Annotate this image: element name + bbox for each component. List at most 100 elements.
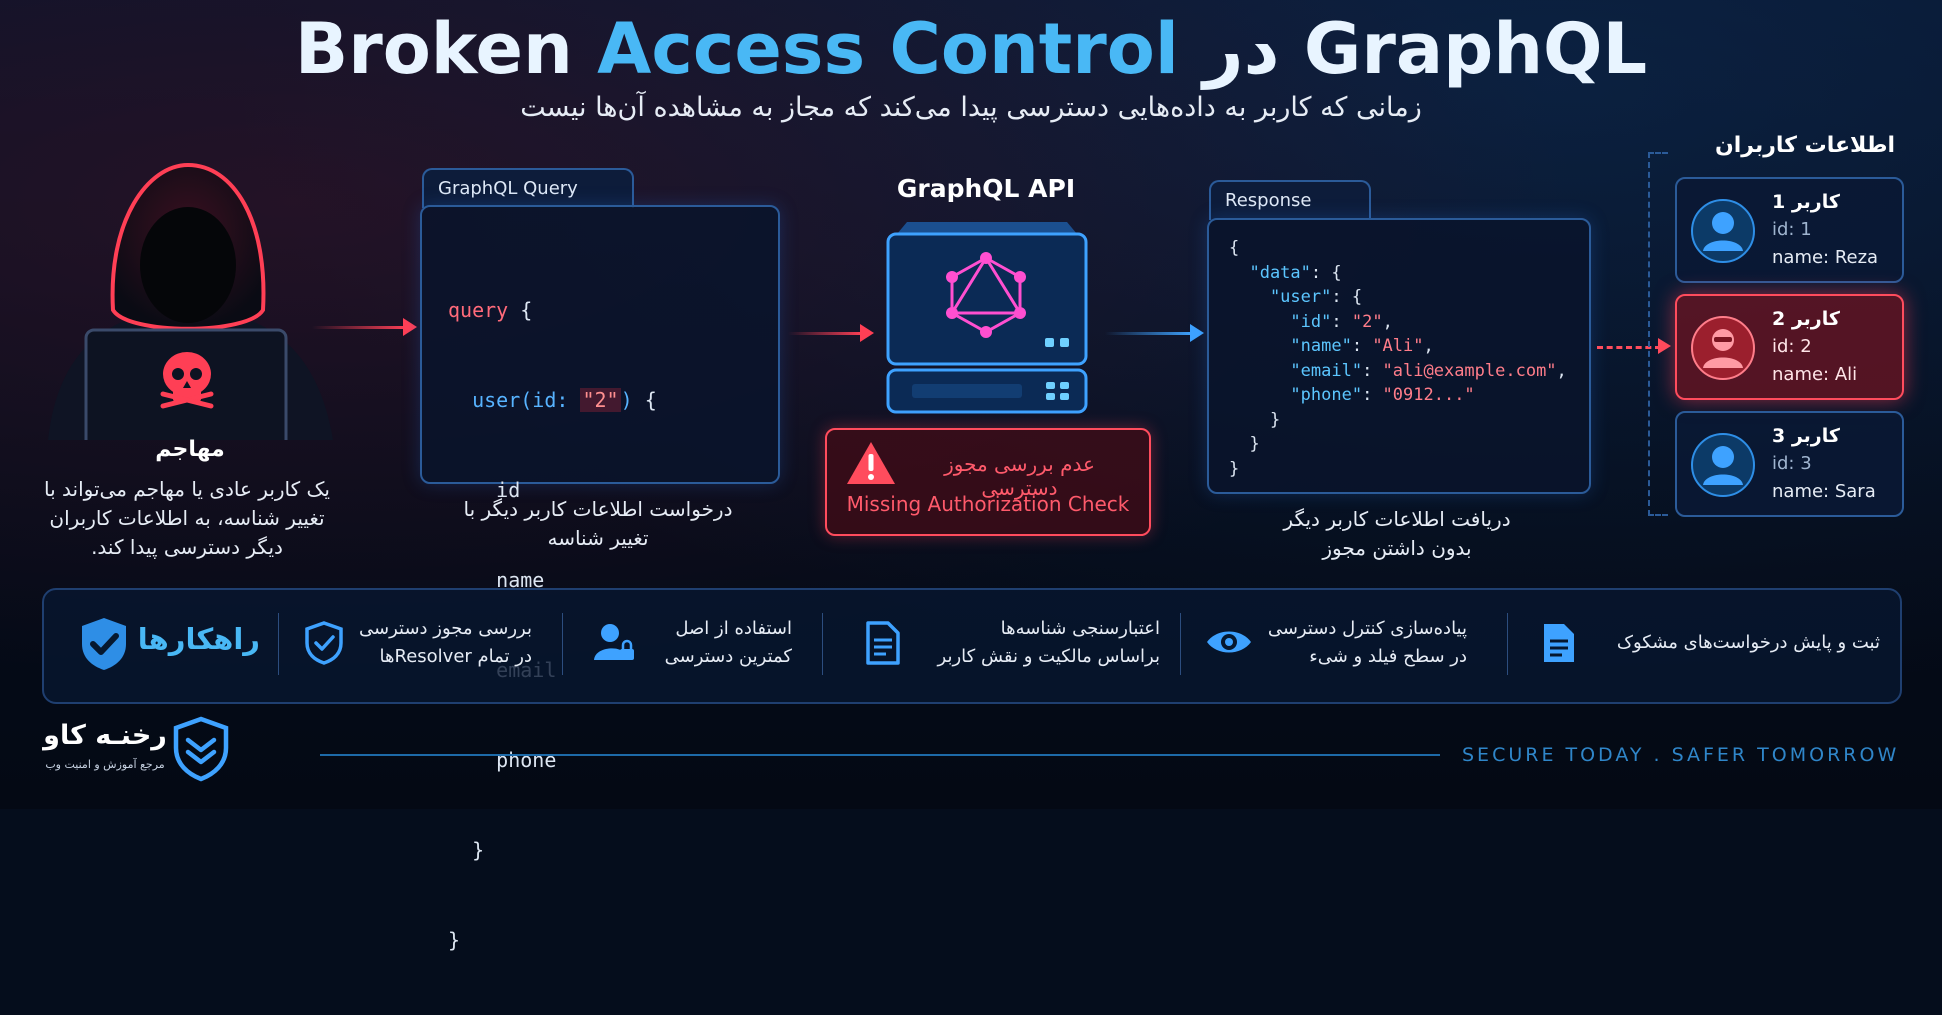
json-punctuation: , — [1423, 336, 1434, 356]
json-key: "name" — [1229, 336, 1352, 356]
solutions-separator — [1180, 613, 1181, 675]
arrow-attacker-to-query — [312, 326, 407, 329]
arrowhead-api — [1190, 324, 1204, 342]
json-value: "0912..." — [1382, 385, 1475, 405]
attacker-figure — [18, 160, 358, 452]
code-close-paren: ) — [620, 388, 633, 412]
json-punctuation: } — [1229, 434, 1260, 454]
json-punctuation: , — [1556, 360, 1567, 381]
query-tab[interactable]: GraphQL Query — [422, 168, 634, 208]
user-card-2[interactable]: کاربر 2 id: 2 name: Ali — [1675, 294, 1904, 400]
shield-check-outline-icon — [305, 621, 343, 665]
json-punctuation: { — [1229, 238, 1240, 258]
code-field-id: id — [496, 478, 521, 502]
warning-text-fa: عدم بررسی مجوز دسترسی — [944, 452, 1095, 500]
shield-check-icon — [82, 618, 126, 670]
arrowhead-attacker — [403, 318, 417, 336]
masked-hacker-avatar-icon — [1691, 316, 1755, 380]
warning-text-en: Missing Authorization Check — [846, 492, 1130, 516]
response-code-line: "phone": "0912..." — [1229, 385, 1475, 405]
title-part-graphql: GraphQL — [1303, 8, 1648, 90]
missing-auth-warning: عدم بررسی مجوز دسترسی Missing Authorizat… — [825, 428, 1151, 536]
code-close-brace-1: } — [472, 838, 485, 862]
user-avatar-icon — [1691, 199, 1755, 263]
json-value: "2" — [1351, 311, 1383, 332]
document-edit-icon — [866, 621, 900, 665]
json-punctuation: : { — [1331, 287, 1363, 307]
response-code-line: } — [1229, 457, 1567, 482]
json-key: "data" — [1229, 262, 1311, 283]
arrow-api-to-response — [1105, 332, 1193, 335]
json-punctuation: } — [1229, 458, 1240, 479]
title-part-dar: در — [1203, 8, 1280, 90]
api-server — [882, 220, 1092, 415]
user-name-label: کاربر 3 — [1772, 425, 1840, 447]
title-part-broken: Broken — [294, 8, 573, 90]
json-key: "user" — [1229, 287, 1332, 307]
skull-icon — [160, 352, 214, 409]
user-lock-icon — [594, 624, 634, 660]
log-document-icon — [1544, 624, 1574, 662]
user-id: id: 2 — [1772, 336, 1812, 357]
brand-name: رخنـه کاو — [43, 720, 167, 751]
user-name-value: name: Ali — [1772, 364, 1858, 385]
json-value: "Ali" — [1372, 336, 1424, 356]
solutions-separator — [1507, 613, 1508, 675]
users-title: اطلاعات کاربران — [1714, 133, 1895, 158]
response-panel: { "data": { "user": { "id": "2", "name":… — [1207, 218, 1591, 494]
eye-icon — [1207, 631, 1251, 653]
json-punctuation: , — [1382, 311, 1393, 332]
json-key: "phone" — [1229, 385, 1363, 405]
solution-authorization-check: بررسی مجوز دسترسی در تمام Resolverها — [359, 618, 532, 667]
query-panel: query { user(id: "2") { id name email ph… — [420, 205, 780, 952]
user-name-value: name: Sara — [1772, 481, 1876, 502]
arrowhead-response — [1658, 338, 1671, 354]
solutions-title: راهکارها — [137, 622, 260, 656]
json-value: "ali@example.com" — [1382, 360, 1557, 381]
page-title: Broken Access Control در GraphQL — [0, 8, 1942, 90]
code-query-keyword: query — [448, 298, 509, 322]
solutions-bar — [42, 588, 1902, 704]
solutions-separator — [562, 613, 563, 675]
json-punctuation: : { — [1310, 262, 1342, 283]
code-open-brace: { — [520, 298, 533, 322]
graphql-logo-icon — [946, 252, 1026, 338]
brand-tagline: مرجع آموزش و امنیت وب — [45, 758, 165, 771]
solution-least-privilege: استفاده از اصل کمترین دسترسی — [664, 618, 792, 667]
json-key: "id" — [1229, 311, 1332, 332]
user-card-1[interactable]: کاربر 1 id: 1 name: Reza — [1675, 177, 1904, 283]
solution-id-validation: اعتبارسنجی شناسه‌ها براساس مالکیت و نقش … — [937, 618, 1160, 667]
server-icon — [886, 222, 1088, 414]
response-code-line: } — [1229, 432, 1567, 457]
user-id: id: 1 — [1772, 219, 1812, 240]
solutions-separator — [278, 613, 279, 675]
user-name-label: کاربر 1 — [1772, 191, 1840, 213]
json-punctuation: } — [1229, 409, 1281, 430]
solution-logging-monitoring: ثبت و پایش درخواست‌های مشکوک — [1616, 632, 1880, 653]
response-code-line: } — [1229, 408, 1567, 433]
warning-triangle-icon — [847, 442, 895, 484]
response-caption: دریافت اطلاعات کاربر دیگر بدون داشتن مجو… — [1283, 507, 1511, 560]
code-close-brace-2: } — [448, 928, 461, 952]
response-code: { "data": { "user": { "id": "2", "name":… — [1229, 236, 1567, 481]
response-code-line: "data": { — [1229, 261, 1567, 286]
user-name-label: کاربر 2 — [1772, 308, 1840, 330]
arrowhead-query — [860, 324, 874, 342]
brand-shield-logo-icon — [173, 716, 229, 782]
user-name-value: name: Reza — [1772, 247, 1879, 268]
attacker-label: مهاجم — [155, 437, 225, 462]
response-tab[interactable]: Response — [1209, 180, 1371, 220]
arrow-response-to-user — [1597, 346, 1661, 349]
api-title: GraphQL API — [896, 174, 1076, 203]
response-code-line: "id": "2", — [1229, 311, 1393, 332]
user-id: id: 3 — [1772, 453, 1812, 474]
arrow-query-to-api — [788, 332, 863, 335]
json-key: "email" — [1229, 360, 1363, 381]
response-code-line: { — [1229, 236, 1567, 261]
users-bracket — [1648, 152, 1668, 516]
code-field-phone: phone — [496, 748, 557, 772]
code-id-argument: "2" — [580, 388, 621, 412]
user-card-3[interactable]: کاربر 3 id: 3 name: Sara — [1675, 411, 1904, 517]
code-open-brace-2: { — [644, 388, 657, 412]
query-caption: درخواست اطلاعات کاربر دیگر با تغییر شناس… — [463, 497, 733, 550]
